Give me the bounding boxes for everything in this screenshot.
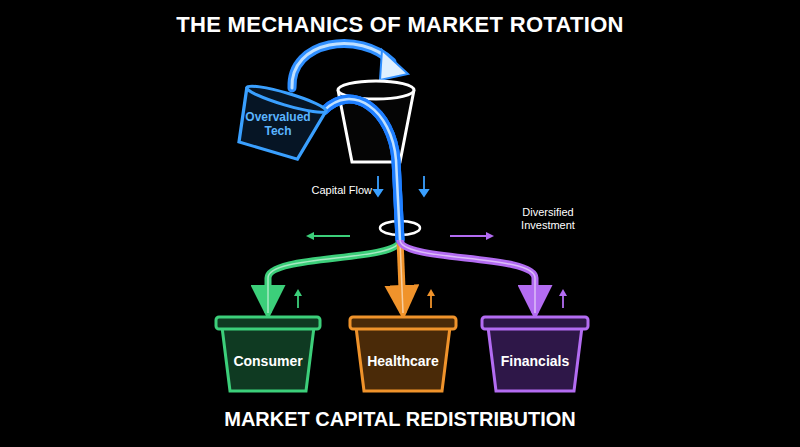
sector-label: Financials [495,353,575,369]
capital-flow-connector [324,99,535,313]
up-arrows [294,289,567,308]
bucket-label: Overvalued Tech [232,111,324,139]
sector-pot: Financials [480,315,590,393]
flow-label: Diversified Investment [498,206,598,232]
caption: MARKET CAPITAL REDISTRIBUTION [0,408,800,431]
flow-label: Capital Flow [286,184,372,196]
tech-bucket: Overvalued Tech [232,92,324,154]
white-bucket [338,81,414,162]
sector-label: Consumer [227,353,308,369]
capital-flow-connector [324,99,403,313]
arrow-head [380,50,408,80]
sector-label: Healthcare [361,353,445,369]
sector-pot: Healthcare [348,315,458,393]
title: THE MECHANICS OF MARKET ROTATION [0,12,800,38]
sector-pot: Consumer [214,315,322,393]
